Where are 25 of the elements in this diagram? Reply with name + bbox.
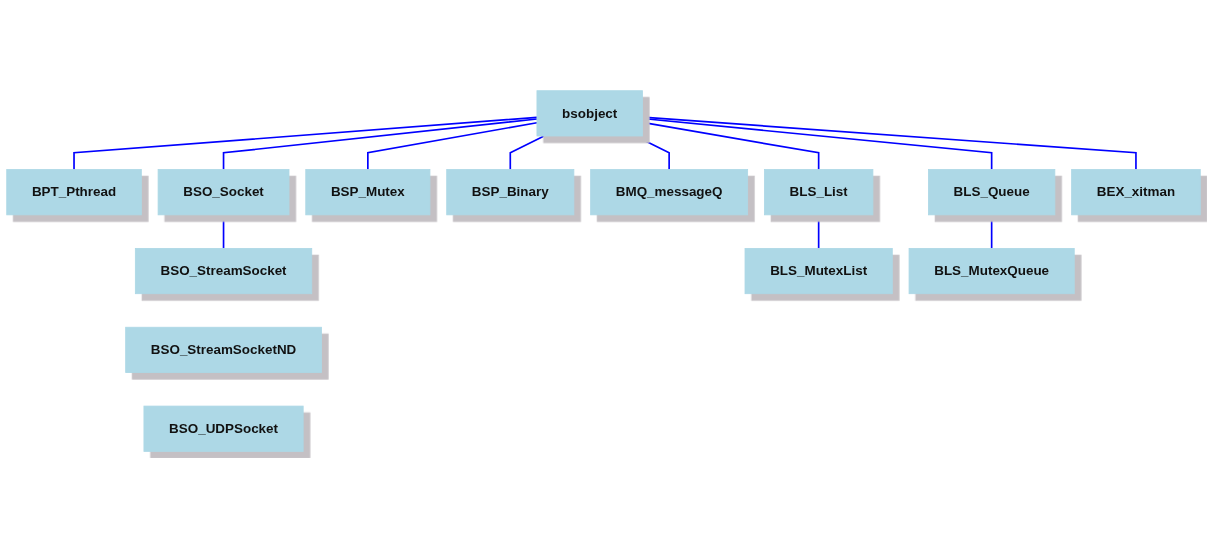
node-box: bsobject <box>536 90 643 137</box>
node-box: BSO_UDPSocket <box>143 405 304 452</box>
node-box: BLS_Queue <box>928 169 1056 216</box>
connector <box>367 121 538 171</box>
connector <box>73 116 538 171</box>
connector <box>509 135 545 171</box>
node-box: BSO_StreamSocket <box>134 247 313 295</box>
connector <box>641 117 993 171</box>
node-box: BLS_MutexQueue <box>908 247 1075 295</box>
node-box: BSP_Mutex <box>305 169 431 216</box>
node-box: BSO_Socket <box>157 169 290 216</box>
connector <box>817 213 820 250</box>
connector <box>222 118 538 171</box>
node-box: BLS_List <box>764 169 874 216</box>
node-box: BPT_Pthread <box>6 169 142 216</box>
connector <box>990 213 993 250</box>
node-box: BLS_MutexList <box>744 247 893 295</box>
connector <box>641 116 1137 171</box>
node-box: BSP_Binary <box>446 169 575 216</box>
connector <box>634 135 670 171</box>
connector <box>641 121 820 171</box>
node-box: BEX_xitman <box>1071 169 1201 216</box>
node-box: BSO_StreamSocketND <box>125 326 322 373</box>
node-box: BMQ_messageQ <box>590 169 749 216</box>
connector <box>222 213 225 250</box>
